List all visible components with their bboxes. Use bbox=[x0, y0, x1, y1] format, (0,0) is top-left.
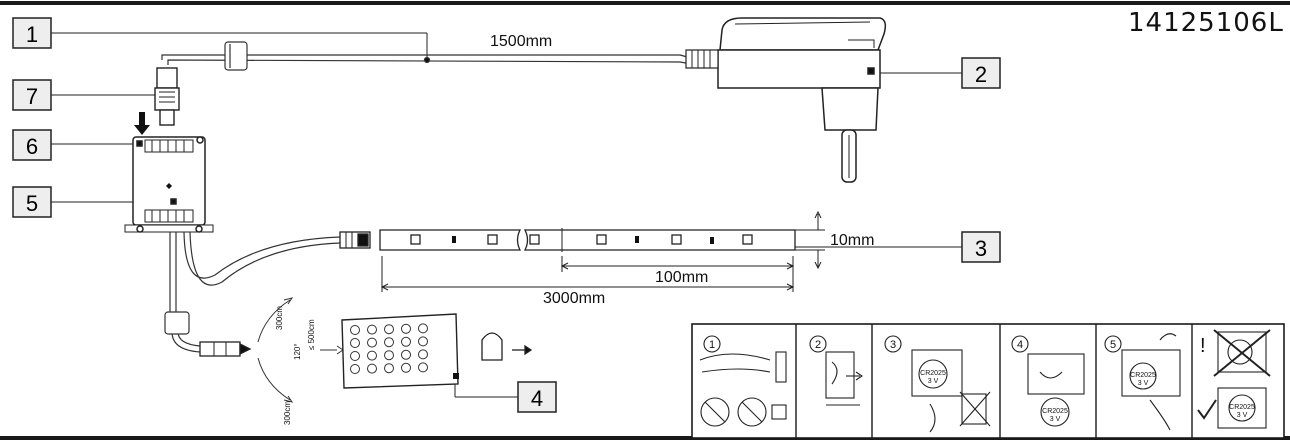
ir-receiver bbox=[199, 341, 252, 357]
led-chip bbox=[410, 234, 421, 245]
svg-text:2: 2 bbox=[975, 62, 987, 87]
strip-length-label: 3000mm bbox=[543, 290, 605, 307]
cable-clip-lower bbox=[164, 311, 190, 335]
remote-button bbox=[367, 337, 377, 348]
ir-signal-icon bbox=[481, 332, 533, 361]
remote-control bbox=[341, 313, 459, 389]
remote-buttons bbox=[350, 323, 428, 374]
strip-width-label: 10mm bbox=[830, 232, 874, 249]
svg-text:3 V: 3 V bbox=[1050, 416, 1061, 423]
range-lower-label: 300cm bbox=[283, 401, 292, 425]
svg-text:3: 3 bbox=[890, 339, 896, 351]
callout-4: 4 bbox=[454, 377, 557, 413]
svg-text:3 V: 3 V bbox=[1237, 412, 1248, 419]
remote-button bbox=[367, 350, 377, 361]
strip-connector bbox=[339, 231, 371, 249]
svg-text:5: 5 bbox=[26, 191, 38, 216]
svg-text:CR2025: CR2025 bbox=[1042, 408, 1068, 415]
cable-length-label: 1500mm bbox=[490, 33, 552, 50]
remote-button bbox=[401, 362, 411, 373]
svg-text:1: 1 bbox=[709, 339, 715, 351]
step-2: 2 bbox=[809, 335, 863, 406]
range-forward-label: ≤ 500cm bbox=[307, 319, 316, 350]
remote-button bbox=[367, 363, 377, 374]
remote-button bbox=[384, 324, 394, 335]
model-number: 14125106L bbox=[1128, 8, 1284, 38]
cut-length-label: 100mm bbox=[655, 269, 708, 286]
step-3: 3 CR2025 3 V bbox=[884, 335, 991, 433]
svg-text:CR2025: CR2025 bbox=[1130, 372, 1156, 379]
svg-text:7: 7 bbox=[26, 84, 38, 109]
svg-text:1: 1 bbox=[26, 22, 38, 47]
step-5: 5 CR2025 3 V bbox=[1104, 333, 1181, 431]
strip-dimensions bbox=[380, 210, 825, 292]
cable-clip bbox=[224, 41, 248, 71]
remote-button bbox=[350, 338, 360, 348]
svg-text:CR2025: CR2025 bbox=[1229, 404, 1255, 411]
battery-steps-panel bbox=[691, 323, 1285, 439]
remote-button bbox=[418, 323, 428, 334]
led-chip bbox=[487, 234, 498, 245]
led-chip bbox=[596, 234, 607, 245]
remote-button bbox=[401, 349, 411, 360]
remote-button bbox=[367, 324, 377, 335]
callout-2: 2 bbox=[870, 57, 1001, 89]
range-upper-label: 300cm bbox=[275, 306, 284, 330]
remote-button bbox=[401, 336, 411, 347]
remote-button bbox=[418, 336, 428, 347]
svg-text:4: 4 bbox=[1017, 339, 1023, 351]
controller-cables bbox=[169, 231, 341, 353]
resistor bbox=[452, 236, 456, 243]
callout-3: 3 bbox=[795, 231, 1001, 263]
range-angle-label: 120° bbox=[293, 343, 302, 360]
callout-6: 6 bbox=[12, 129, 137, 161]
callout-1: 1 bbox=[12, 17, 428, 60]
step-1: 1 bbox=[699, 335, 787, 427]
led-chip bbox=[671, 234, 682, 245]
led-chip bbox=[529, 234, 540, 245]
callout-7: 7 bbox=[12, 79, 157, 111]
remote-button bbox=[350, 351, 360, 361]
remote-button bbox=[401, 323, 411, 334]
resistor bbox=[635, 236, 639, 243]
svg-text:4: 4 bbox=[531, 386, 543, 411]
remote-button bbox=[418, 349, 428, 360]
dc-connector bbox=[154, 67, 180, 126]
remote-button bbox=[350, 364, 360, 374]
remote-button bbox=[384, 350, 394, 361]
insert-arrow-icon bbox=[134, 112, 150, 135]
svg-text:CR2025: CR2025 bbox=[920, 370, 946, 377]
led-chip bbox=[742, 234, 753, 245]
remote-button bbox=[350, 325, 360, 335]
svg-text:3 V: 3 V bbox=[1138, 380, 1149, 387]
remote-button bbox=[384, 363, 394, 374]
svg-text:5: 5 bbox=[1110, 339, 1116, 351]
battery-warning: ! CR2025 3 V bbox=[1197, 329, 1271, 429]
step-4: 4 CR2025 3 V bbox=[1011, 335, 1085, 427]
remote-button bbox=[418, 362, 428, 373]
controller-box bbox=[124, 136, 214, 233]
svg-text:2: 2 bbox=[815, 339, 821, 351]
power-adapter bbox=[685, 17, 887, 183]
remote-button bbox=[384, 337, 394, 348]
svg-text:3: 3 bbox=[975, 236, 987, 261]
remote-marker bbox=[453, 373, 459, 379]
led-chips bbox=[410, 234, 753, 245]
svg-text:6: 6 bbox=[26, 134, 38, 159]
svg-text:3 V: 3 V bbox=[928, 378, 939, 385]
led-strip bbox=[379, 228, 796, 252]
resistor bbox=[710, 237, 714, 244]
svg-text:!: ! bbox=[1200, 335, 1206, 357]
